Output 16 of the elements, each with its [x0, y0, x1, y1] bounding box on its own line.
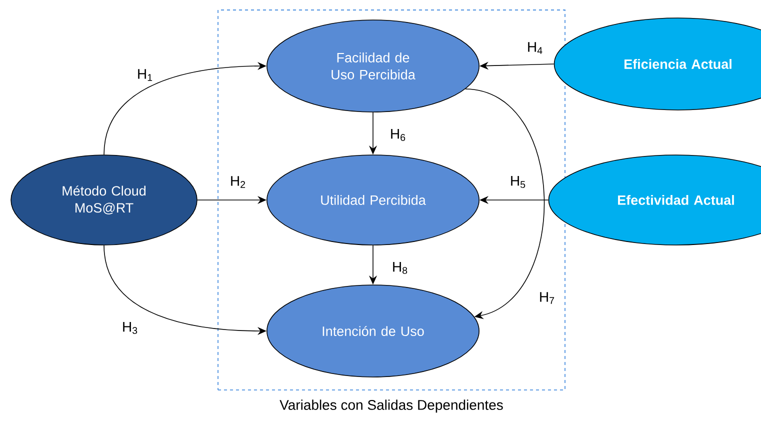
arrow: [465, 88, 545, 320]
edge-label: H$_{4}$: [526, 41, 544, 55]
edge-label: H$_{2}$: [228, 175, 248, 189]
ellipse-node: Efectividad Actual: [548, 154, 761, 246]
node-label: Variables con Salidas Dependientes: [280, 400, 503, 413]
edge-label: H$_{3}$: [120, 321, 140, 335]
edge-label: H$_{5}$: [508, 175, 528, 189]
edge-label: H$_{6}$: [388, 128, 408, 142]
ellipse-node: Eficiencia Actual: [554, 18, 761, 110]
edge-label: H$_{8}$: [390, 261, 410, 275]
edge-label: H$_{1}$: [136, 68, 154, 82]
ellipse-node: Intención de Uso: [266, 284, 480, 378]
ellipse-node: Método Cloud MoS@RT: [10, 154, 198, 246]
ellipse-node: Utilidad Percibida: [266, 154, 480, 246]
edge-label: H$_{7}$: [538, 291, 556, 305]
ellipse-node: Facilidad de Uso Percibida: [266, 20, 480, 112]
